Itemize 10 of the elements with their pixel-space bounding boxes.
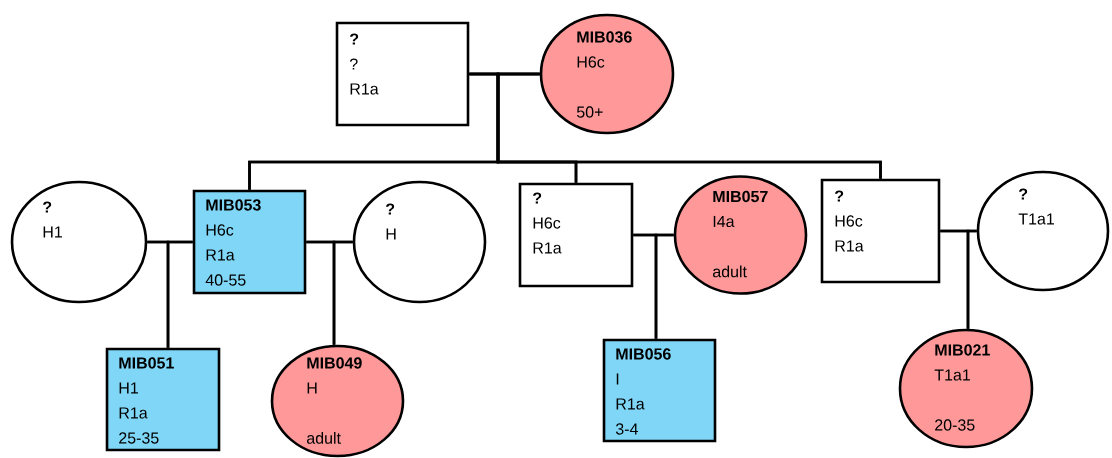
pedigree-square: ? H6c R1a [518,182,634,288]
descent-line [966,229,977,329]
pedigree-square: ? H6c R1a [820,178,941,284]
pedigree-square: ? ? R1a [335,21,470,127]
descent-line [166,240,193,348]
pedigree-square: MIB051 H1 R1a 25-35 [105,347,221,452]
pedigree-square: MIB056 I R1a 3-4 [602,338,717,443]
pedigree-square: MIB053 H6c R1a 40-55 [192,189,307,295]
descent-line [332,240,353,345]
descent-line [654,233,674,339]
